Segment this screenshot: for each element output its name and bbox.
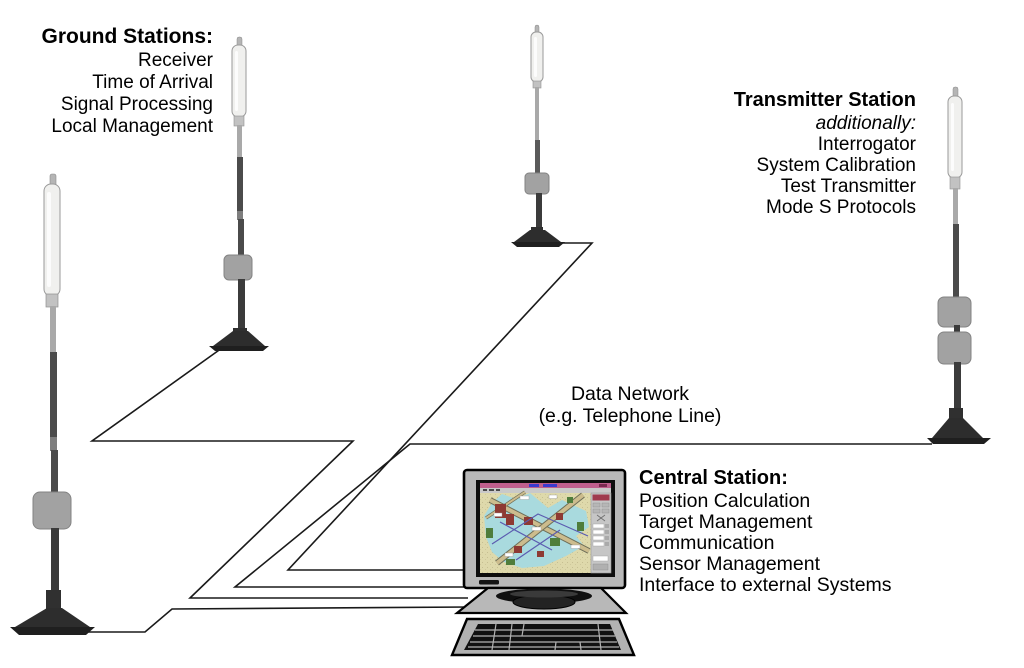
- transmitter-station-antenna: [927, 86, 991, 444]
- central-station-title: Central Station:: [639, 467, 788, 489]
- base-plate: [511, 242, 565, 247]
- transmitter-station-item-4: Mode S Protocols: [766, 197, 916, 218]
- central-station-computer: [450, 468, 636, 657]
- radome-highlight: [235, 51, 238, 111]
- pole-lower: [954, 362, 961, 410]
- central-station-item-2: Target Management: [639, 511, 813, 533]
- panel-fields: [592, 523, 609, 571]
- map-buildings: [495, 504, 563, 557]
- monitor-power-slot: [479, 580, 499, 585]
- pole-band: [237, 211, 243, 220]
- antenna-radome: [947, 95, 963, 179]
- titlebar-text-mark: [543, 484, 557, 487]
- central-station-item-3: Communication: [639, 532, 775, 554]
- radome-highlight: [534, 37, 537, 77]
- keyboard-keyfield: [464, 624, 621, 650]
- central-station-item-1: Position Calculation: [639, 490, 811, 512]
- transmitter-station-item-2: System Calibration: [756, 155, 916, 176]
- pole-lower: [238, 279, 245, 330]
- pole-dark-2: [51, 450, 58, 493]
- radome-highlight: [951, 103, 954, 171]
- screen-menubar: [480, 488, 611, 493]
- map-vegetation: [486, 497, 584, 565]
- ground-stations-item-3: Signal Processing: [60, 94, 213, 115]
- ground-stations-item-4: Local Management: [51, 116, 213, 137]
- ground-station-antenna-3: [511, 24, 565, 247]
- pole-upper: [535, 87, 539, 142]
- ground-stations-item-1: Receiver: [138, 50, 213, 71]
- ground-station-antenna-1: [10, 173, 95, 635]
- transmitter-station-label-block: Transmitter Station additionally: Interr…: [666, 89, 916, 219]
- transmitter-station-subtitle: additionally:: [815, 113, 916, 134]
- map-label-chips: [493, 494, 581, 557]
- keyboard-key-columns: [491, 623, 602, 651]
- network-line-ground-station-1: [88, 606, 471, 633]
- pole-dark: [953, 224, 959, 299]
- pole-upper: [953, 188, 958, 226]
- transmitter-station-item-1: Interrogator: [817, 134, 916, 155]
- base-legs: [213, 331, 265, 346]
- equipment-box: [223, 254, 253, 281]
- network-lines: [88, 242, 932, 633]
- network-line-transmitter-station: [232, 443, 932, 588]
- pole-dark: [237, 157, 243, 212]
- stand-saucer-highlight: [510, 590, 578, 598]
- data-network-label-block: Data Network (e.g. Telephone Line): [495, 383, 765, 427]
- pole-dark: [50, 352, 57, 438]
- screen-map: [480, 490, 591, 573]
- base-plate: [927, 438, 991, 444]
- central-station-item-4: Sensor Management: [639, 553, 821, 575]
- ground-station-antenna-2: [209, 36, 269, 351]
- data-network-label-line2: (e.g. Telephone Line): [538, 405, 722, 427]
- panel-arrow-pad: [596, 514, 606, 522]
- equipment-box-1: [937, 296, 972, 328]
- pole-band: [50, 437, 57, 451]
- transmitter-station-item-3: Test Transmitter: [780, 176, 916, 197]
- radome-highlight: [47, 192, 51, 287]
- central-station-item-5: Interface to external Systems: [639, 574, 892, 596]
- pole-upper: [237, 125, 242, 158]
- transmitter-station-title: Transmitter Station: [733, 89, 916, 111]
- antenna-radome: [231, 44, 247, 118]
- base-plate: [209, 346, 269, 351]
- base-plate: [10, 627, 95, 635]
- titlebar-button: [599, 484, 607, 487]
- keyboard: [450, 617, 636, 657]
- base-legs: [514, 230, 561, 242]
- base-legs: [932, 418, 983, 438]
- panel-header: [592, 494, 610, 501]
- monitor-stand: [453, 586, 629, 615]
- pole-upper: [50, 306, 56, 354]
- equipment-box-2: [937, 331, 972, 365]
- menubar-text-marks: [483, 489, 500, 491]
- data-network-label-line1: Data Network: [570, 383, 690, 405]
- panel-buttons: [592, 502, 610, 514]
- screen: [480, 483, 612, 574]
- equipment-box: [524, 172, 550, 195]
- pole-lower: [536, 193, 542, 229]
- monitor: [462, 468, 627, 590]
- antenna-collar: [949, 176, 961, 190]
- network-line-ground-station-2: [89, 347, 468, 599]
- map-taxilines: [491, 513, 589, 561]
- pole-dark: [535, 140, 540, 175]
- ground-stations-title: Ground Stations:: [41, 25, 214, 48]
- ground-stations-item-2: Time of Arrival: [92, 72, 213, 93]
- antenna-radome: [43, 183, 61, 297]
- antenna-collar: [532, 80, 542, 89]
- pole-gap: [954, 325, 960, 334]
- antenna-collar: [233, 115, 245, 127]
- central-station-label-block: Central Station: Position Calculation Ta…: [639, 468, 979, 596]
- base-legs: [15, 608, 90, 627]
- network-line-ground-station-3: [286, 242, 594, 571]
- equipment-box: [32, 491, 72, 530]
- pole-lower: [51, 528, 59, 592]
- keyboard-key-rows: [468, 629, 619, 648]
- antenna-collar: [45, 293, 59, 308]
- titlebar-text-mark: [529, 484, 539, 487]
- screen-tool-panel: [590, 492, 612, 574]
- ground-stations-label-block: Ground Stations: Receiver Time of Arriva…: [18, 25, 214, 138]
- pole-dark-2: [238, 219, 244, 256]
